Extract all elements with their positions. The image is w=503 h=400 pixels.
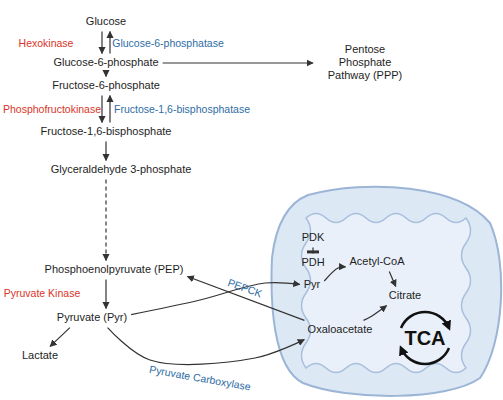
metabolite-node: Oxaloacetate <box>306 322 375 337</box>
reaction-arrow <box>109 96 110 123</box>
metabolite-node: Pyr <box>302 277 323 292</box>
node-text: Citrate <box>389 289 421 302</box>
reaction-arrow <box>109 32 110 54</box>
reaction-arrow <box>105 180 106 261</box>
node-text: Fructose-6-phosphate <box>52 79 160 92</box>
mitochondrion: PDK PDH Acetyl-CoA PyrCitrateOxaloacetate <box>268 183 503 398</box>
metabolite-node: Phosphoenolpyruvate (PEP) <box>43 262 186 277</box>
metabolite-node: Fructose-6-phosphate <box>50 78 162 93</box>
node-text: Glucose-6-phosphate <box>53 56 158 69</box>
enzyme-label: Phosphofructokinase <box>3 103 101 116</box>
node-text: Glyceraldehyde 3-phosphate <box>51 163 192 176</box>
reaction-arrow <box>163 62 313 63</box>
metabolite-node: Glucose <box>84 14 128 29</box>
reaction-arrow <box>105 142 106 161</box>
metabolite-node: Pyruvate (Pyr) <box>55 310 129 325</box>
metabolite-node: Glyceraldehyde 3-phosphate <box>49 162 194 177</box>
reaction-arrow <box>105 73 106 77</box>
reaction-arrow <box>105 280 106 309</box>
outer-membrane <box>272 187 502 396</box>
node-text: Pyr <box>304 278 321 291</box>
enzyme-label: PEPCK <box>226 276 264 300</box>
metabolite-node: PDH <box>299 255 326 270</box>
enzyme-label: Pyruvate Carboxylase <box>148 363 251 393</box>
node-text: Glucose <box>86 15 126 28</box>
reaction-arrow <box>101 96 102 123</box>
enzyme-label: Fructose-1,6-bisphosphatase <box>114 103 250 116</box>
node-text: Acetyl-CoA <box>349 255 404 268</box>
node-text: Pentose Phosphate Pathway (PPP) <box>317 43 413 83</box>
metabolite-node: Lactate <box>20 348 60 363</box>
metabolite-node: Pentose Phosphate Pathway (PPP) <box>315 42 415 84</box>
node-text: Oxaloacetate <box>308 323 373 336</box>
metabolite-node: Fructose-1,6-bisphosphate <box>39 124 174 139</box>
metabolite-node: PDK <box>300 230 327 245</box>
enzyme-label: Hexokinase <box>19 37 74 50</box>
enzyme-label: Pyruvate Kinase <box>4 287 80 300</box>
node-text: Phosphoenolpyruvate (PEP) <box>45 263 184 276</box>
node-text: Lactate <box>22 349 58 362</box>
mitochondrion-outline <box>268 183 503 398</box>
metabolite-node: Citrate <box>387 288 423 303</box>
reaction-arrow <box>101 32 102 54</box>
metabolite-node: Glucose-6-phosphate <box>51 55 160 70</box>
cycle-label: TCA <box>404 327 445 350</box>
inner-membrane <box>302 214 471 373</box>
enzyme-label: Glucose-6-phosphatase <box>112 37 224 50</box>
node-text: Fructose-1,6-bisphosphate <box>41 125 172 138</box>
metabolite-node: Acetyl-CoA <box>347 254 406 269</box>
node-text: PDH <box>301 256 324 269</box>
node-text: Pyruvate (Pyr) <box>57 311 127 324</box>
node-text: PDK <box>302 231 325 244</box>
reaction-arrow <box>50 328 70 347</box>
